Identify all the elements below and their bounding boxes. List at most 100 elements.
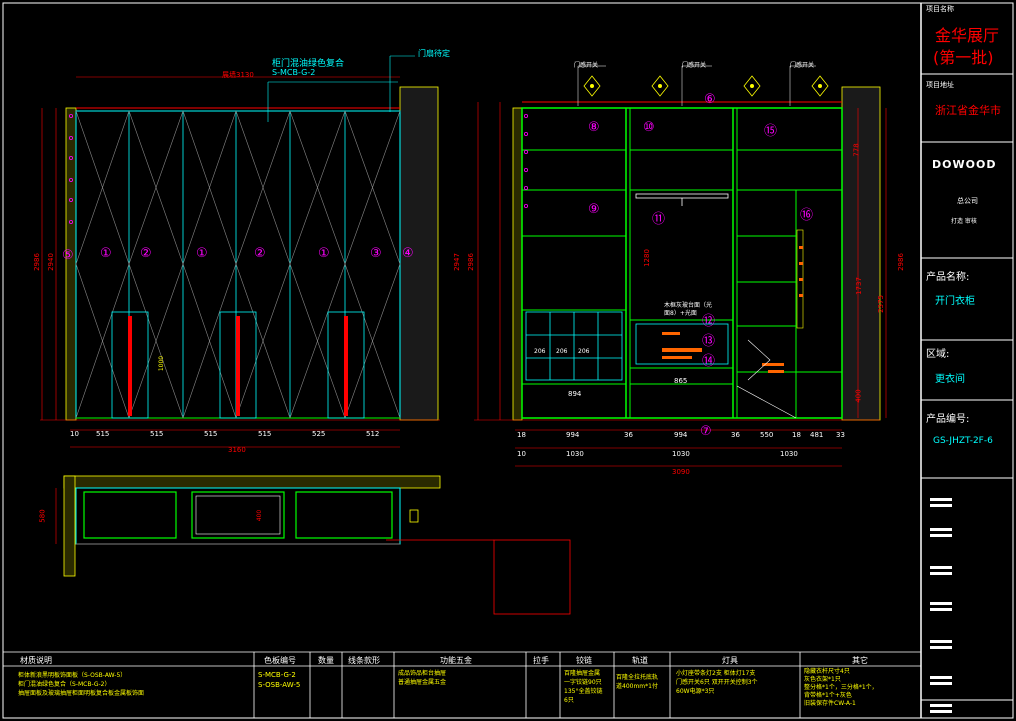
bottom-dim: 1030	[566, 450, 584, 458]
bottom-dim: 515	[96, 430, 110, 438]
part-number: ⑥	[704, 92, 716, 107]
inner-dim: 206	[578, 348, 590, 355]
part-number: ⑪	[652, 212, 666, 227]
plan-view	[55, 475, 571, 615]
project-location: 浙江省金华市	[935, 104, 1001, 117]
door-number: ⑤	[62, 248, 74, 263]
hardware-note: 成品饰品柜台抽屉	[398, 670, 447, 677]
other-note: 灰色衣架*1只	[804, 676, 841, 683]
project-name: 金华展厅	[935, 26, 1000, 45]
bottom-dim: 10	[517, 450, 526, 458]
door-material-code: S-MCB-G-2	[272, 68, 316, 77]
product-code: GS-JHZT-2F-6	[933, 436, 993, 446]
bottom-dim: 1030	[672, 450, 690, 458]
part-number: ⑬	[702, 334, 716, 349]
lamp-note: 门感开关6只 双开开关控制3个	[676, 679, 758, 686]
hinge-note: 135°全盖铰链	[564, 688, 603, 695]
inner-dim: 206	[556, 348, 568, 355]
material-note: 柜门混油绿色复合（S-MCB-G-2）	[18, 681, 111, 688]
bottom-dim: 994	[674, 431, 688, 439]
bottom-dim: 994	[566, 431, 580, 439]
handle-dim: 1000	[158, 355, 166, 372]
other-note: 背带格*1个+灰色	[804, 692, 852, 699]
bottom-dim: 36	[624, 431, 633, 439]
side-dim: 778	[852, 143, 861, 157]
product-code-label: 产品编号:	[926, 414, 970, 425]
table-header: 线条款形	[348, 656, 380, 665]
table-header: 其它	[852, 656, 868, 665]
hinge-note: 一字铰链90只	[564, 679, 602, 686]
bottom-dim: 18	[517, 431, 526, 439]
rail-note: 百隆全拉托底轨	[616, 674, 659, 681]
door-number: ②	[140, 246, 152, 261]
brand-logo: DOWOOD	[932, 158, 997, 171]
inner-dim: 865	[674, 377, 688, 385]
project-location-label: 项目地址	[926, 81, 954, 89]
project-name-label: 项目名称	[926, 5, 954, 13]
bottom-dim: 515	[150, 430, 164, 438]
bottom-dim: 18	[792, 431, 801, 439]
bottom-dim: 481	[810, 431, 824, 439]
bottom-dim: 1030	[780, 450, 798, 458]
height-dim: 2940	[46, 253, 55, 271]
spec-table	[3, 651, 921, 718]
door-number: ①	[318, 246, 330, 261]
door-pending-label: 门扇待定	[418, 49, 450, 58]
left-elevation	[40, 55, 440, 448]
part-number: ⑩	[643, 120, 655, 135]
height-dim: 2986	[466, 253, 475, 271]
door-number: ③	[370, 246, 382, 261]
table-header: 灯具	[722, 656, 738, 665]
company-sub: 打造 审核	[951, 218, 977, 225]
table-header: 数量	[318, 656, 334, 665]
company-name: 总公司	[957, 197, 978, 205]
depth-dim: 580	[38, 509, 47, 523]
project-name-sub: (第一批)	[933, 48, 994, 67]
lamp-note: 60W电源*3只	[676, 688, 715, 695]
bottom-dim: 33	[836, 431, 845, 439]
hinge-note: 6只	[564, 697, 574, 704]
side-dim: 400	[854, 389, 863, 403]
table-header: 轨道	[632, 656, 648, 665]
table-header: 功能五金	[440, 656, 472, 665]
table-header: 材质说明	[20, 656, 52, 665]
product-name: 开门衣柜	[935, 296, 975, 307]
bottom-dim: 10	[70, 430, 79, 438]
table-header: 铰链	[576, 656, 592, 665]
light-label: 门感开关	[682, 62, 707, 69]
part-number: ⑫	[702, 314, 716, 329]
height-dim: 2947	[452, 253, 461, 271]
side-dim: 1737	[854, 277, 863, 295]
door-material-label: 柜门混油绿色复合	[272, 59, 345, 69]
product-name-label: 产品名称:	[926, 272, 970, 283]
hinge-note: 百隆抽屉金属	[564, 670, 601, 677]
door-number: ④	[402, 246, 414, 261]
material-note: 抽屉面板及玻璃抽屉柜面明板复合板金属板饰面	[18, 690, 145, 697]
note-line: 木框灰玻台面（光	[664, 302, 713, 309]
table-header: 拉手	[533, 656, 549, 665]
part-number: ⑨	[588, 202, 600, 217]
bottom-dim: 36	[731, 431, 740, 439]
overall-width-dim: 展墙3130	[222, 71, 254, 79]
bottom-dim: 525	[312, 430, 326, 438]
door-number: ①	[196, 246, 208, 261]
bottom-dim: 515	[258, 430, 272, 438]
material-note: 柜体新浪黑明板饰面板（S-OSB-AW-5）	[18, 672, 127, 679]
color-code: S-MCB-G-2	[258, 671, 296, 679]
title-block: 项目名称 金华展厅 (第一批) 项目地址 浙江省金华市 DOWOOD 总公司 打…	[921, 0, 1016, 721]
title-block-lines	[921, 73, 1013, 701]
door-number: ②	[254, 246, 266, 261]
note-line: 面8）+光面	[664, 310, 697, 317]
total-width-dim: 3090	[672, 468, 690, 476]
bottom-dim: 550	[760, 431, 774, 439]
other-note: 整分格*1个，三分格*1个，	[804, 684, 878, 691]
door-number: ①	[100, 246, 112, 261]
hardware-note: 普通抽屉金属五金	[398, 679, 447, 686]
side-dim: 2375	[876, 295, 885, 313]
lamp-note: 小灯座带条灯2支 柜体灯17支	[676, 670, 756, 677]
title-block-hatch	[930, 498, 952, 713]
part-number: ⑧	[588, 120, 600, 135]
light-label: 门感开关	[790, 62, 815, 69]
